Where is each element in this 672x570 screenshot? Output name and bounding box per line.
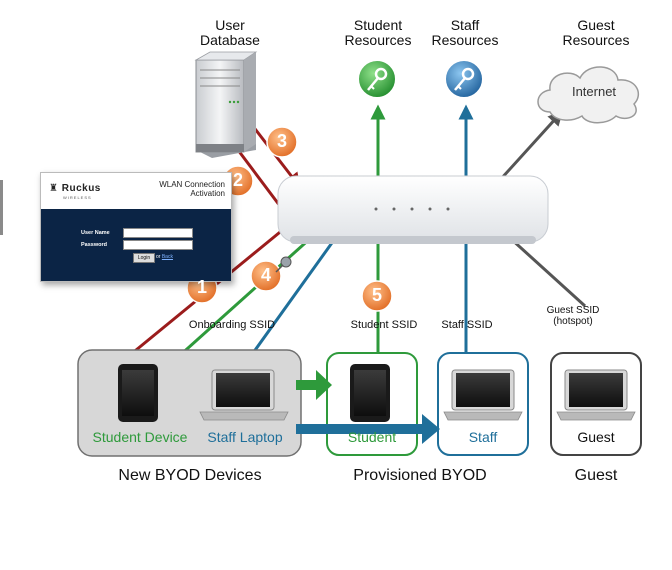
user-database-label-line2: Database <box>200 31 260 48</box>
step-ball-4 <box>250 260 282 292</box>
internet-label: Internet <box>571 84 617 99</box>
guest-resources-label: Guest Resources <box>548 18 644 47</box>
guest-resources-label-line1: Guest <box>577 17 615 33</box>
staff-resources-label: Staff Resources <box>420 18 510 47</box>
login-caption-line2: Activation <box>190 189 225 199</box>
username-label: User Name <box>81 230 110 236</box>
student-tablet-icon <box>118 364 158 422</box>
step-number-4: 4 <box>260 265 271 285</box>
provisioned-byod-label: Provisioned BYOD <box>353 467 487 484</box>
step-ball-5 <box>361 280 393 312</box>
login-caption-line1: WLAN Connection <box>159 180 225 189</box>
guest-ssid-label: Guest SSID (hotspot) <box>538 305 608 327</box>
staff-laptop-label: Staff Laptop <box>207 429 283 445</box>
ruckus-brand-sub: WIRELESS <box>63 195 92 200</box>
step-number-1: 1 <box>196 277 207 297</box>
user-database-label-line1: User <box>215 17 245 33</box>
wlan-activation-login-panel: ♜ Ruckus WIRELESS WLAN Connection Activa… <box>40 172 232 282</box>
database-server-icon <box>194 51 258 158</box>
staff-provisioned-laptop-icon <box>443 369 523 421</box>
password-input[interactable] <box>123 240 193 250</box>
small-key-icon <box>275 256 292 273</box>
staff-key-icon <box>444 59 484 99</box>
login-caption: WLAN Connection Activation <box>159 180 225 198</box>
onboarding-ssid-label: Onboarding SSID <box>188 319 276 331</box>
guest-resources-label-line2: Resources <box>562 31 630 48</box>
staff-resources-label-line1: Staff <box>450 17 480 33</box>
staff-label: Staff <box>468 429 498 445</box>
staff-laptop-icon <box>199 369 289 421</box>
student-resources-label-line2: Resources <box>344 31 412 48</box>
step-number-3: 3 <box>276 131 287 151</box>
login-alt-prefix: or <box>156 254 161 260</box>
access-point <box>277 175 549 244</box>
blue-provision-arrow <box>296 414 440 444</box>
student-provisioned-tablet-icon <box>350 364 390 422</box>
guest-ssid-label-line2: (hotspot) <box>553 315 593 327</box>
green-provision-arrow <box>296 370 332 400</box>
login-alt: or Back <box>156 253 173 261</box>
guest-laptop-icon <box>556 369 636 421</box>
step-number-2: 2 <box>232 170 243 190</box>
student-device-label: Student Device <box>92 429 188 445</box>
login-alt-link[interactable]: Back <box>161 254 173 260</box>
password-label: Password <box>81 242 107 248</box>
student-label: Student <box>347 429 397 445</box>
login-button[interactable]: Login <box>133 253 155 263</box>
gray-guest-ssid-link <box>508 236 587 308</box>
ruckus-brand: Ruckus <box>61 183 101 194</box>
left-edge-strip <box>0 180 3 235</box>
username-input[interactable] <box>123 228 193 238</box>
blue-onboarding-link <box>243 239 336 367</box>
staff-resources-label-line2: Resources <box>431 31 499 48</box>
gray-internet-link <box>498 110 564 182</box>
guest-group-label: Guest <box>574 467 618 484</box>
guest-device-label: Guest <box>577 429 615 445</box>
user-database-label: User Database <box>180 18 280 47</box>
dog-icon: ♜ <box>49 183 59 194</box>
student-resources-label: Student Resources <box>330 18 426 47</box>
student-ssid-label: Student SSID <box>350 319 418 331</box>
internet-cloud-icon <box>537 66 639 124</box>
ruckus-logo: ♜ Ruckus <box>49 183 101 194</box>
step-number-5: 5 <box>371 285 382 305</box>
student-key-icon <box>357 59 397 99</box>
student-resources-label-line1: Student <box>353 17 403 33</box>
guest-ssid-label-line1: Guest SSID <box>546 305 600 316</box>
new-byod-devices-label: New BYOD Devices <box>118 467 262 484</box>
step-ball-3 <box>266 126 298 158</box>
staff-ssid-label: Staff SSID <box>441 319 493 331</box>
